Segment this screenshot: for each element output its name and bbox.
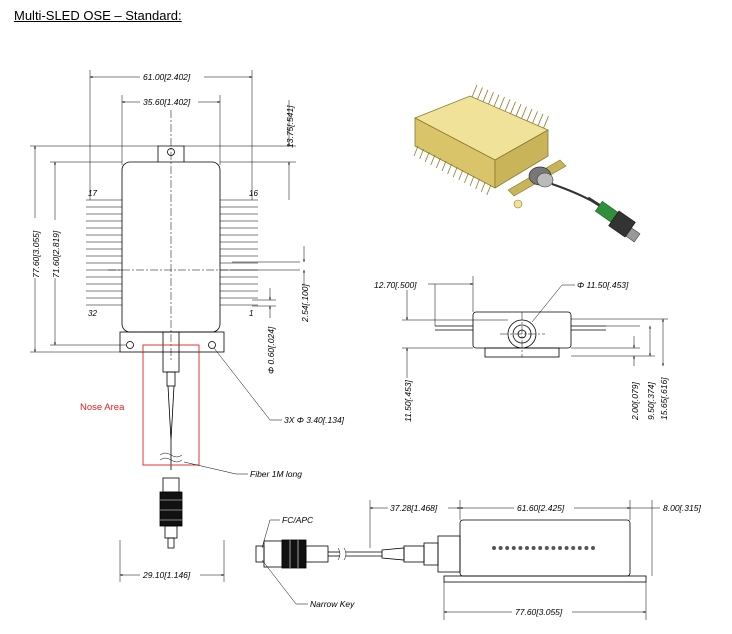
dim-side-height: 11.50[.453] (403, 379, 413, 422)
dim-total-height: 15.65[.616] (659, 377, 669, 420)
iso-pin (510, 101, 516, 114)
dim-fiber: Fiber 1M long (250, 469, 302, 479)
side-pin (531, 546, 536, 550)
iso-pin (488, 92, 494, 105)
iso-pin (458, 169, 464, 181)
iso-pin (480, 181, 486, 193)
iso-pin (441, 160, 447, 172)
iso-pin (493, 94, 500, 107)
dim-width-overall: 61.00[2.402] (143, 72, 191, 82)
side-pin (577, 546, 582, 550)
iso-pin (471, 84, 478, 98)
side-view: FC/APC Narrow Key 37.28[1.468] 61.60[2.4… (255, 500, 701, 620)
dim-tab-height: 13.75[.541] (285, 105, 295, 148)
side-pin (505, 546, 510, 550)
front-view: 12.70[.500] Φ 11.50[.453] 11.50[.453] 2.… (372, 276, 669, 422)
label-narrow-key: Narrow Key (310, 599, 355, 609)
iso-pin (521, 106, 527, 119)
side-pin (571, 546, 576, 550)
top-view: Nose Area 61.00[2.402] 35.60[1.402] 13.7… (28, 70, 345, 582)
dim-tab-len: 8.00[.315] (663, 503, 701, 513)
iso-pin (430, 154, 436, 166)
iso-pin (447, 163, 452, 175)
iso-pin (413, 145, 419, 157)
dim-height-overall: 77.60[3.055] (31, 230, 41, 278)
pin-fins-right (220, 199, 258, 306)
iso-pin (504, 99, 511, 112)
iso-pin (424, 151, 430, 163)
iso-pin (464, 172, 469, 184)
side-pin (498, 546, 503, 550)
iso-pins-back (471, 84, 549, 129)
iso-pin (515, 104, 522, 117)
side-pin (591, 546, 595, 550)
dim-side-offset: 12.70[.500] (374, 280, 417, 290)
dim-total-len: 77.60[3.055] (515, 607, 563, 617)
left-mount-hole (126, 341, 134, 349)
dim-pin-height: 9.50[.374] (646, 382, 656, 420)
dim-body-len: 61.60[2.425] (517, 503, 565, 513)
side-fc-connector (281, 539, 307, 569)
iso-pin (452, 166, 458, 178)
iso-pin (436, 157, 441, 169)
iso-pin (469, 175, 475, 187)
side-pin (525, 546, 529, 550)
nose-area-label: Nose Area (80, 402, 125, 413)
side-pin (551, 546, 556, 550)
side-pin (584, 546, 589, 550)
iso-pin (526, 108, 533, 122)
iso-pin (482, 89, 489, 102)
iso-pin (475, 178, 480, 190)
iso-pin (537, 113, 544, 126)
side-pin (564, 546, 569, 550)
dim-height-body: 71.60[2.819] (51, 230, 61, 278)
pin-label-32: 32 (88, 309, 97, 318)
iso-pin (486, 184, 492, 196)
dim-pin-dia: Φ 0.60[.024] (266, 326, 276, 374)
iso-pin (477, 87, 483, 100)
side-pin (558, 546, 562, 550)
dim-connector-width: 29.10[1.146] (142, 570, 191, 580)
side-pin-row (492, 546, 595, 550)
iso-pin (499, 96, 505, 110)
iso-view (413, 84, 641, 243)
pin-label-17: 17 (88, 189, 97, 198)
pin-label-1: 1 (249, 309, 253, 318)
side-pin (511, 546, 516, 550)
iso-pin (543, 116, 549, 129)
right-mount-hole (208, 341, 216, 349)
side-pin (518, 546, 523, 550)
fc-connector-body (159, 491, 183, 527)
iso-pin (532, 111, 538, 124)
side-pin (538, 546, 543, 550)
dim-pin-offset: 2.00[.079] (630, 382, 640, 421)
pin-label-16: 16 (249, 189, 258, 198)
dim-nose-len: 37.28[1.468] (390, 503, 438, 513)
side-pin (492, 546, 496, 550)
dim-pin-pitch: 2.54[.100] (300, 284, 310, 323)
dim-nose-dia: Φ 11.50[.453] (577, 280, 629, 290)
iso-pin (419, 148, 424, 160)
dim-holes: 3X Φ 3.40[.134] (284, 415, 345, 425)
dim-width-body: 35.60[1.402] (143, 97, 191, 107)
iso-pins-front (413, 145, 492, 196)
page-title: Multi-SLED OSE – Standard: (14, 8, 182, 23)
side-pin (544, 546, 549, 550)
nose-area-box (142, 344, 200, 466)
bottom-flange (119, 331, 225, 353)
pin-fins-left (86, 199, 122, 306)
label-fc-apc: FC/APC (282, 515, 314, 525)
